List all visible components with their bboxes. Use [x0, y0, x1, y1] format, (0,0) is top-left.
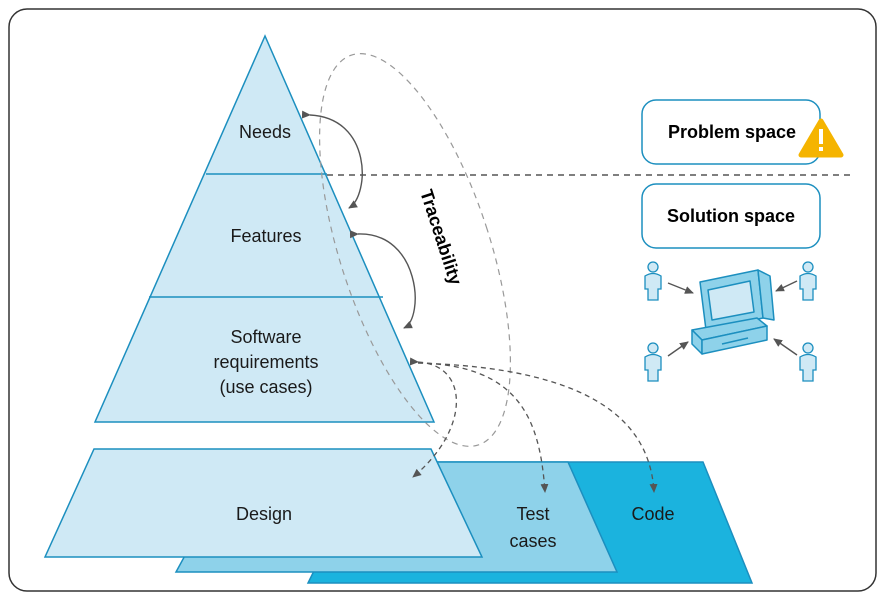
software-label-line1: Software	[230, 327, 301, 347]
requirements-to-test-arrow	[417, 362, 549, 493]
user-arrow-top-left	[667, 282, 694, 294]
features-label: Features	[230, 226, 301, 246]
warning-icon	[798, 118, 844, 158]
computer-icon	[691, 269, 775, 355]
user-icon-top-left	[644, 261, 662, 301]
needs-label: Needs	[239, 122, 291, 142]
software-label-line3: (use cases)	[219, 377, 312, 397]
traceability-ellipse	[319, 53, 511, 447]
needs-to-features-arrow	[301, 110, 363, 209]
features-to-requirements-arrow	[349, 230, 416, 329]
test-cases-label-line1: Test	[516, 504, 549, 524]
user-arrow-bottom-right	[773, 338, 798, 356]
requirements-to-design-arrow	[409, 357, 458, 478]
design-label: Design	[236, 504, 292, 524]
user-icon-top-right	[799, 261, 817, 301]
solution-space-label: Solution space	[667, 206, 795, 226]
problem-space-label: Problem space	[668, 122, 796, 142]
software-label-line2: requirements	[213, 352, 318, 372]
code-label: Code	[631, 504, 674, 524]
design-layer	[43, 448, 484, 558]
user-icon-bottom-right	[799, 342, 817, 382]
user-arrow-bottom-left	[667, 341, 689, 357]
test-cases-label-line2: cases	[509, 531, 556, 551]
pyramid	[93, 34, 436, 423]
solution-space-box	[641, 183, 821, 249]
user-arrow-top-right	[775, 280, 798, 292]
user-icon-bottom-left	[644, 342, 662, 382]
